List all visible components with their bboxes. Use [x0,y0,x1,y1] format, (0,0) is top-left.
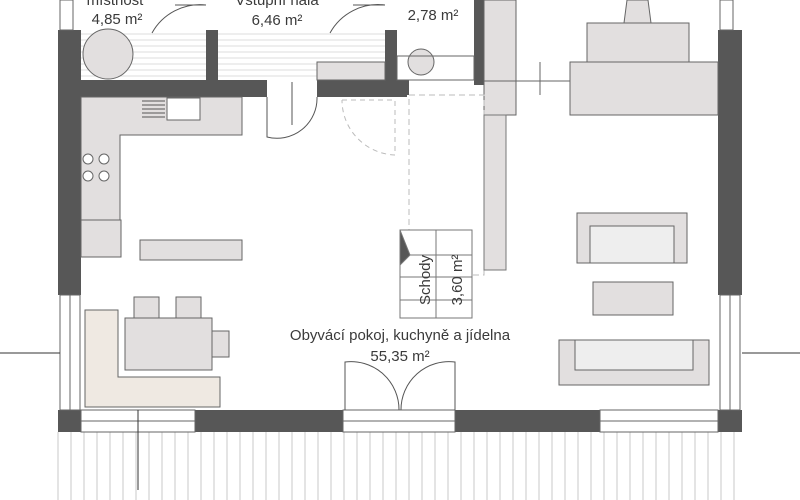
utility-room-name: místnost [87,0,145,9]
chair [211,330,230,358]
utility-room-area: 4,85 m² [92,11,143,28]
dining-table [124,317,213,371]
wall-stair-left [400,80,409,95]
wall-partition-1 [206,30,218,80]
sink [166,97,201,121]
drainer [142,100,165,118]
stairs-name: Schody [417,254,434,305]
living-furniture [84,0,719,408]
wall-left-top [58,30,81,295]
stairs-area: 3,60 m² [449,255,466,306]
chair [133,296,160,319]
room-labels: místnost 4,85 m² Vstupní hala 6,46 m² 2,… [87,0,511,365]
wall-right [718,30,742,295]
toilet [407,48,435,76]
living-room-name: Obyvácí pokoj, kuchyně a jídelna [290,327,511,344]
wall-partition-2 [385,30,397,80]
bench [84,309,221,408]
wall-interior-top2 [317,80,407,97]
wc-counter [316,61,386,81]
wall-bottom-mid [195,410,343,432]
wc-room-area: 2,78 m² [408,7,459,24]
wall-wc-right [474,0,484,85]
tv-unit [569,61,719,116]
wall-interior-top [81,80,267,97]
walls [58,0,742,432]
deck-boards [57,432,735,500]
chair [175,296,202,319]
hall-room-name: Vstupní hala [235,0,319,9]
wall-left-bottom [58,410,81,432]
coffee-table [592,281,674,316]
cooktop [82,153,110,182]
kitchen-counter [80,96,243,261]
living-room-area: 55,35 m² [370,348,429,365]
boiler [82,28,134,80]
wall-bottom-right [455,410,600,432]
stairs [399,94,507,319]
wall-right-bottom [718,410,742,432]
doors [151,4,456,411]
hall-room-area: 6,46 m² [252,12,303,29]
windows [59,0,741,433]
